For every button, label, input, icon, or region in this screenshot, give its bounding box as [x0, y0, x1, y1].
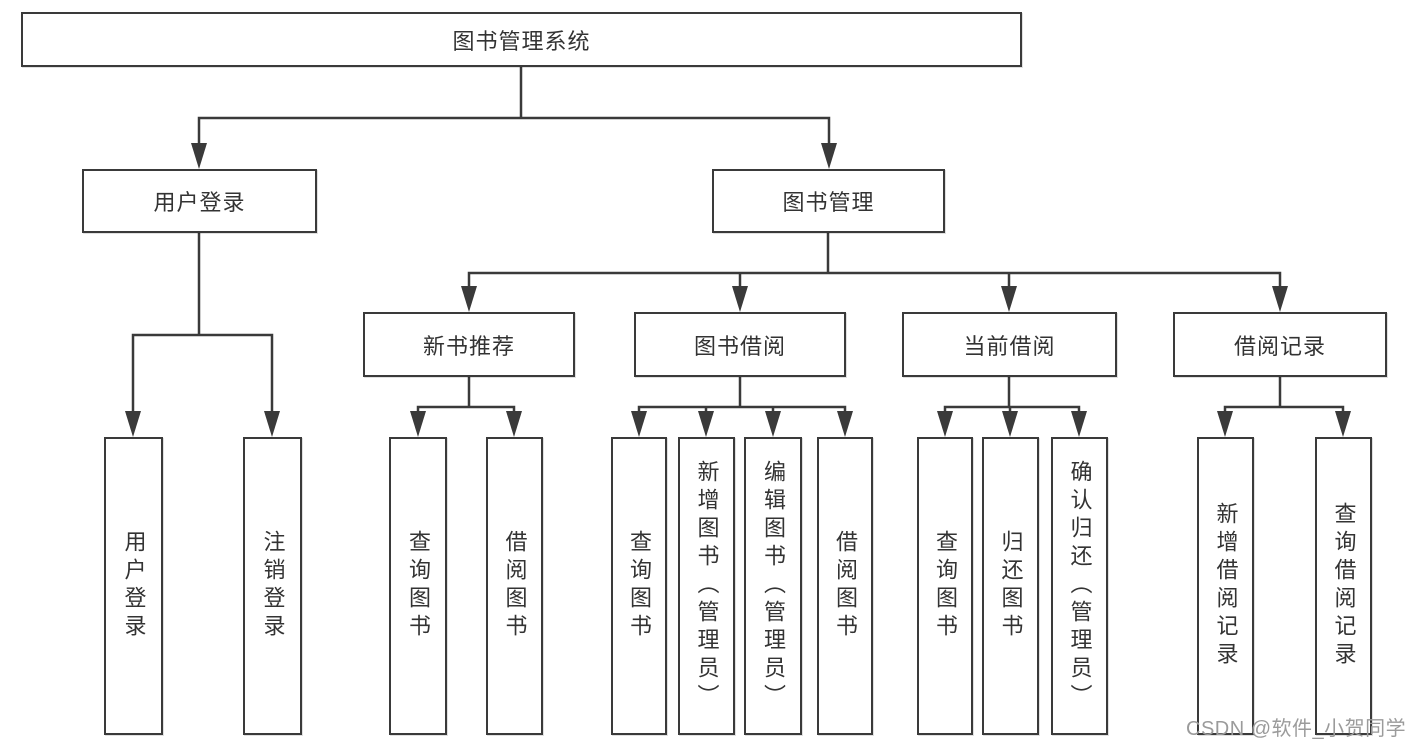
node-label: 新书推荐 — [422, 333, 515, 359]
leaf-confirm-return-admin: 确认归还（管理员） — [1051, 437, 1108, 735]
leaf-edit-book-admin: 编辑图书（管理员） — [744, 437, 802, 735]
node-label: 图书管理系统 — [452, 28, 591, 54]
node-current-borrowing: 当前借阅 — [902, 312, 1117, 377]
leaf-add-book-admin: 新增图书（管理员） — [678, 437, 735, 735]
node-label: 图书借阅 — [693, 333, 786, 359]
leaf-borrow-books-1: 借阅图书 — [486, 437, 543, 735]
node-label: 查询图书 — [933, 530, 958, 642]
node-label: 借阅图书 — [502, 530, 528, 642]
node-label: 注销登录 — [260, 530, 286, 642]
node-label: 归还图书 — [998, 530, 1024, 642]
leaf-query-books-3: 查询图书 — [917, 437, 973, 735]
node-label: 用户登录 — [121, 530, 147, 642]
leaf-query-borrow-record: 查询借阅记录 — [1315, 437, 1372, 735]
leaf-return-books: 归还图书 — [982, 437, 1039, 735]
leaf-add-borrow-record: 新增借阅记录 — [1197, 437, 1254, 735]
node-label: 查询借阅记录 — [1331, 502, 1357, 670]
node-label: 借阅图书 — [833, 530, 858, 642]
node-label: 借阅记录 — [1233, 333, 1326, 359]
leaf-query-books-1: 查询图书 — [389, 437, 447, 735]
leaf-logout: 注销登录 — [243, 437, 302, 735]
node-book-management: 图书管理 — [712, 169, 945, 233]
node-label: 编辑图书（管理员） — [761, 460, 786, 712]
node-label: 查询图书 — [627, 530, 652, 642]
node-label: 查询图书 — [406, 530, 431, 642]
node-label: 图书管理 — [782, 190, 875, 215]
node-library-system: 图书管理系统 — [21, 12, 1022, 67]
node-user-login: 用户登录 — [82, 169, 317, 233]
watermark: CSDN @软件_小贺同学 — [1186, 718, 1405, 740]
leaf-borrow-books-2: 借阅图书 — [817, 437, 873, 735]
node-label: 确认归还（管理员） — [1067, 460, 1093, 712]
node-book-borrowing: 图书借阅 — [634, 312, 846, 377]
node-label: 当前借阅 — [963, 333, 1056, 359]
node-label: 用户登录 — [153, 190, 246, 215]
node-label: 新增图书（管理员） — [694, 460, 720, 712]
leaf-query-books-2: 查询图书 — [611, 437, 667, 735]
leaf-user-login: 用户登录 — [104, 437, 163, 735]
node-new-book-recommend: 新书推荐 — [363, 312, 575, 377]
node-borrow-records: 借阅记录 — [1173, 312, 1387, 377]
node-label: 新增借阅记录 — [1213, 502, 1239, 670]
